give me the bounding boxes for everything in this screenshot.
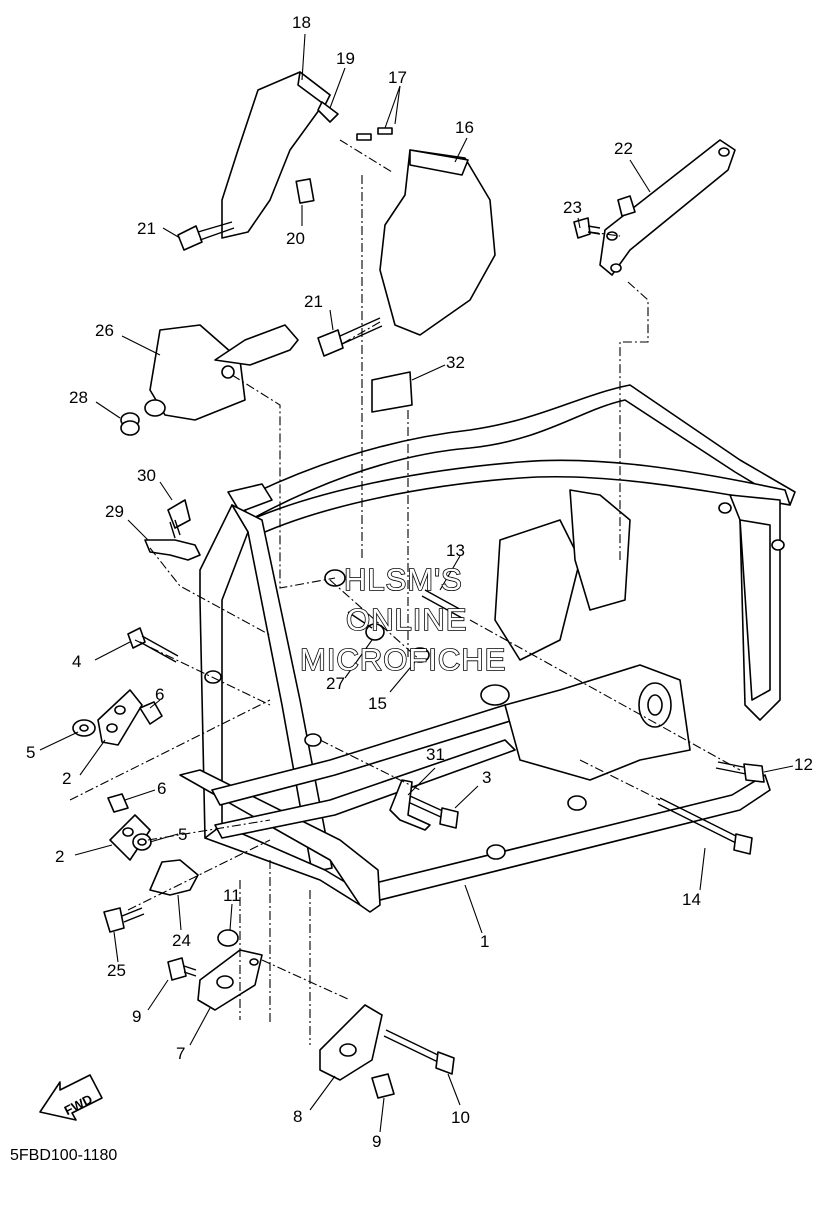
callout-11: 11 [223,886,241,905]
callout-21: 21 [304,292,323,311]
plate-8 [319,1004,383,1081]
bracket-22 [599,139,736,276]
callout-17: 17 [388,68,407,87]
bolt-21-upper [177,221,235,251]
bolt-23 [573,217,601,239]
bolt-9-right [371,1073,395,1099]
assembly-lines [69,139,741,1045]
callout-5: 5 [26,743,35,762]
washer-5-upper [72,719,96,737]
leader-lines [39,33,794,1133]
main-frame [179,384,796,913]
watermark: HLSM'S ONLINE MICROFICHE [299,561,506,678]
bolt-3 [407,795,459,829]
watermark-line-3: MICROFICHE [300,642,506,677]
callout-8: 8 [293,1107,302,1126]
collar-15 [410,647,430,663]
callout-2: 2 [55,847,64,866]
bolt-6-upper [139,701,163,725]
bolt-14 [657,797,753,855]
callout-30: 30 [137,466,156,485]
washer-5-lower [132,833,152,851]
cover-16 [356,127,496,336]
callout-20: 20 [286,229,305,248]
callout-27: 27 [326,674,345,693]
callout-6: 6 [157,779,166,798]
nut-11 [217,929,239,947]
fwd-arrow-icon: FWD [39,1074,103,1121]
callout-9: 9 [132,1007,141,1026]
callout-10: 10 [451,1108,470,1127]
callout-23: 23 [563,198,582,217]
callout-6: 6 [155,685,164,704]
plate-2-upper [97,689,143,746]
clip-31 [389,779,431,831]
callout-26: 26 [95,321,114,340]
callout-25: 25 [107,961,126,980]
callout-16: 16 [455,118,474,137]
nut-28 [120,412,140,436]
diagram-code: 5FBD100-1180 [10,1147,117,1164]
plate-2-lower [109,814,151,861]
callout-21: 21 [137,219,156,238]
callout-28: 28 [69,388,88,407]
callout-22: 22 [614,139,633,158]
callout-2: 2 [62,769,71,788]
bracket-24 [149,859,199,896]
callout-1: 1 [480,932,489,951]
bolt-13 [421,589,466,619]
clamp-29 [144,499,201,561]
callout-18: 18 [292,13,311,32]
callout-7: 7 [176,1044,185,1063]
callout-32: 32 [446,353,465,372]
side-cover-bracket [221,71,339,239]
bolt-9-left [167,957,197,981]
callout-12: 12 [794,755,813,774]
callouts: 1 2 2 3 4 5 5 6 6 7 8 9 9 10 11 12 13 14… [26,13,813,1151]
callout-4: 4 [72,652,81,671]
callout-31: 31 [426,745,445,764]
bracket-26 [144,324,299,421]
callout-29: 29 [105,502,124,521]
callout-24: 24 [172,931,191,950]
callout-15: 15 [368,694,387,713]
watermark-line-2: ONLINE [346,602,467,637]
watermark-line-1: HLSM'S [344,562,463,597]
callout-9: 9 [372,1132,381,1151]
bolt-10 [383,1029,455,1075]
callout-5: 5 [178,825,187,844]
callout-14: 14 [682,890,701,909]
bolt-12 [715,761,765,783]
callout-13: 13 [446,541,465,560]
bolt-6-lower [107,793,129,813]
bolt-21-middle [317,317,383,357]
plate-7 [197,949,263,1011]
callout-3: 3 [482,768,491,787]
callout-19: 19 [336,49,355,68]
label-32 [371,371,413,413]
bolt-25 [103,907,145,933]
nut-27 [347,611,385,641]
